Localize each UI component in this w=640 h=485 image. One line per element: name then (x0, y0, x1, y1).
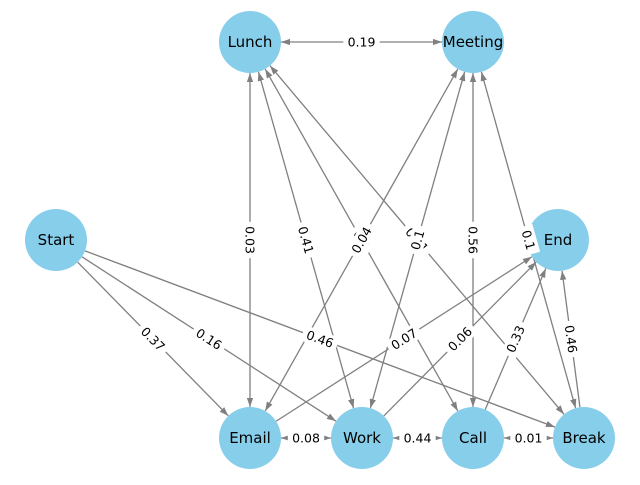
node-label: End (544, 231, 573, 249)
edge-labels-layer: 0.190.030.410.10.010.040.10.560.10.370.1… (134, 34, 582, 446)
node-end[interactable]: End (527, 209, 589, 271)
node-label: Break (562, 429, 606, 447)
edge-weight: 0.56 (466, 226, 481, 254)
edge-label-meeting-break: 0.1 (516, 223, 541, 257)
node-circle[interactable] (553, 407, 615, 469)
node-circle[interactable] (331, 407, 393, 469)
node-circle[interactable] (442, 407, 504, 469)
edge-weight: 0.1 (519, 228, 539, 251)
edge-label-work-call: 0.44 (399, 430, 436, 446)
edge-label-background (189, 322, 229, 356)
node-label: Meeting (443, 33, 503, 51)
node-label: Work (343, 429, 381, 447)
edge-label-meeting-work: 0.1 (405, 223, 430, 257)
node-email[interactable]: Email (219, 407, 281, 469)
edge-weight: 0.1 (408, 228, 428, 251)
edge-label-start-break: 0.46 (300, 325, 340, 353)
edge-label-background (405, 223, 430, 257)
edge-label-background (134, 320, 172, 358)
node-label: Call (459, 429, 487, 447)
edge-weight: 0.41 (295, 225, 317, 256)
node-call[interactable]: Call (442, 407, 504, 469)
edge-weight: 0.03 (243, 226, 258, 254)
node-circle[interactable] (219, 407, 281, 469)
edge-weight: 0.01 (515, 431, 543, 446)
edge-weight: 0.08 (292, 431, 320, 446)
edges-layer (77, 38, 581, 442)
node-start[interactable]: Start (25, 209, 87, 271)
edge-weight: 0.44 (404, 431, 432, 446)
node-label: Email (229, 429, 271, 447)
node-work[interactable]: Work (331, 407, 393, 469)
edge-label-meeting-email: 0.04 (345, 220, 378, 260)
node-circle[interactable] (442, 11, 504, 73)
edge-label-background (287, 430, 325, 446)
edge-label-lunch-work: 0.41 (293, 220, 319, 260)
edge-label-background (345, 220, 378, 260)
edge-label-start-work: 0.16 (189, 322, 229, 356)
edge-label-background (441, 320, 479, 358)
edge-weight: 0.46 (562, 324, 581, 354)
node-meeting[interactable]: Meeting (442, 11, 504, 73)
edge-label-background (399, 430, 436, 446)
node-circle[interactable] (527, 209, 589, 271)
edge-label-background (560, 319, 582, 359)
edge-label-background (242, 221, 258, 259)
edge-label-background (384, 322, 424, 356)
edge-label-break-end: 0.46 (560, 319, 582, 359)
edge-label-background (465, 221, 481, 259)
edge-label-background (300, 325, 340, 353)
edge-label-call-end: 0.33 (500, 319, 531, 359)
node-label: Lunch (228, 33, 273, 51)
edge-label-background (510, 430, 547, 446)
edge-label-lunch-meeting: 0.19 (343, 34, 380, 50)
edge-label-lunch-email: 0.03 (242, 221, 258, 259)
node-circle[interactable] (219, 11, 281, 73)
node-label: Start (38, 231, 75, 249)
node-break[interactable]: Break (553, 407, 615, 469)
edge-label-email-end: 0.07 (384, 322, 424, 356)
edge-label-call-break: 0.01 (510, 430, 547, 446)
edge-label-background (293, 220, 319, 260)
node-circle[interactable] (25, 209, 87, 271)
edge-weight: 0.19 (348, 35, 376, 50)
edge-label-background (343, 34, 380, 50)
edge-label-meeting-call: 0.56 (465, 221, 481, 259)
edge-label-background (500, 319, 531, 359)
edge-label-email-work: 0.08 (287, 430, 325, 446)
node-lunch[interactable]: Lunch (219, 11, 281, 73)
edge-label-background (516, 223, 541, 257)
